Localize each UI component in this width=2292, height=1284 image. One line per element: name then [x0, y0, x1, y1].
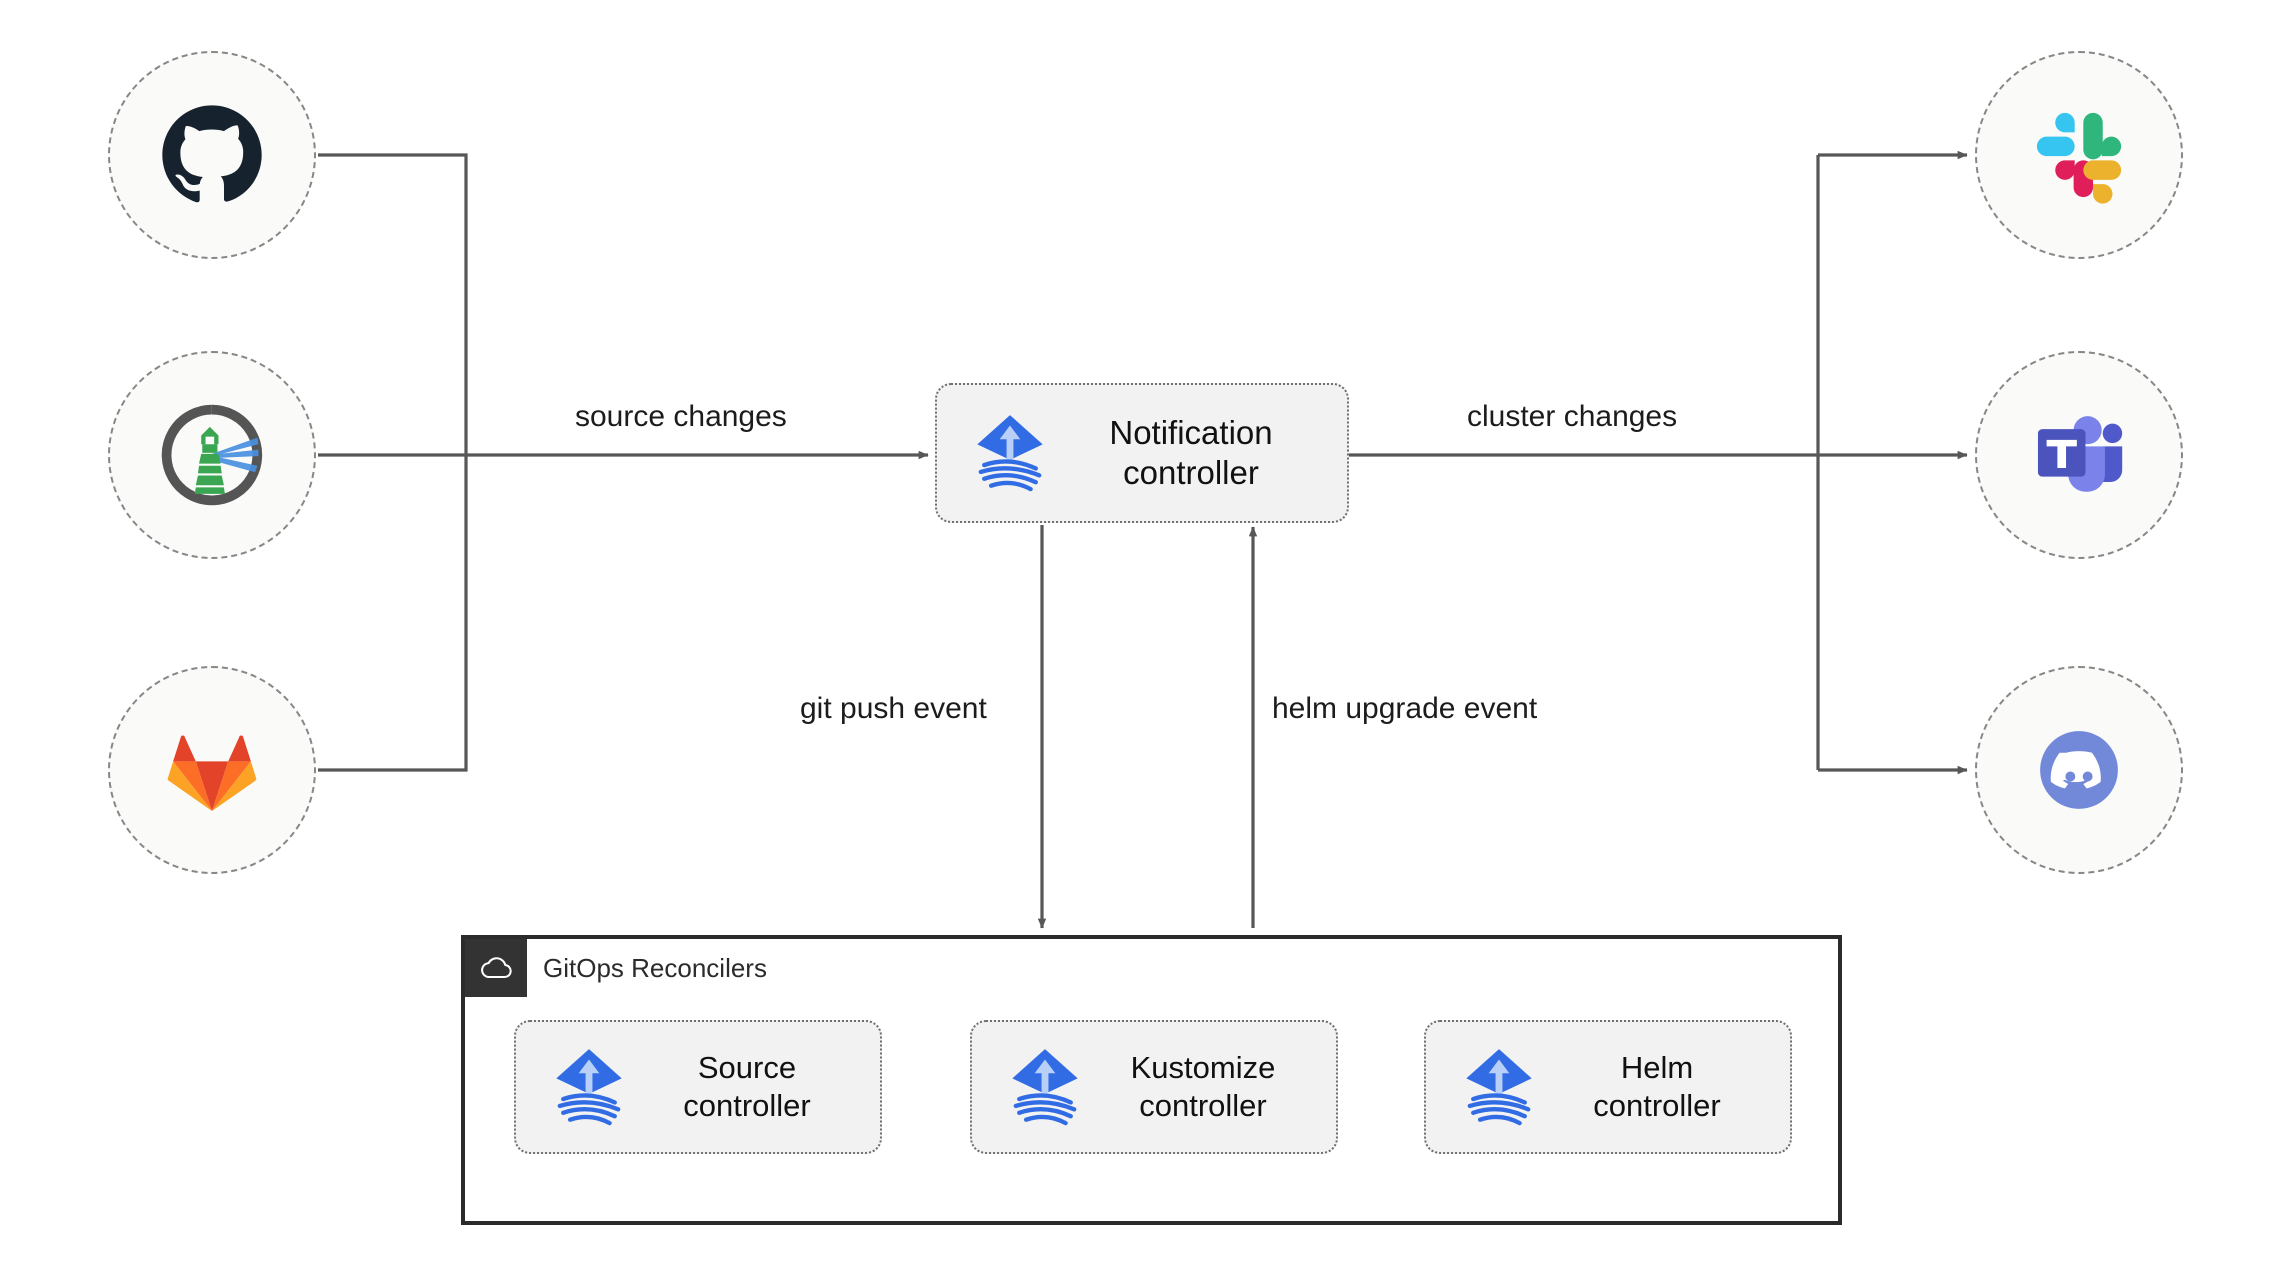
kustomize-controller-label: Kustomize controller	[1130, 1050, 1276, 1123]
discord-icon	[2040, 731, 2118, 809]
source-controller-box[interactable]: Source controller	[514, 1020, 882, 1154]
flux-logo-icon	[1012, 1049, 1078, 1126]
slack-icon	[2036, 112, 2122, 204]
source-node-github[interactable]	[108, 51, 316, 259]
edge-label-git-push-event: git push event	[800, 692, 987, 725]
destination-node-slack[interactable]	[1975, 51, 2183, 259]
source-node-gitlab[interactable]	[108, 666, 316, 874]
kustomize-controller-box[interactable]: Kustomize controller	[970, 1020, 1338, 1154]
source-controller-label: Source controller	[683, 1050, 811, 1123]
microsoft-teams-icon	[2037, 416, 2123, 492]
gitops-group-title: GitOps Reconcilers	[543, 953, 767, 983]
flux-logo-icon	[556, 1049, 622, 1126]
destination-node-teams[interactable]	[1975, 351, 2183, 559]
helm-controller-box[interactable]: Helm controller	[1424, 1020, 1792, 1154]
edge-label-source-changes: source changes	[575, 400, 787, 433]
destination-node-discord[interactable]	[1975, 666, 2183, 874]
flux-logo-icon	[1466, 1049, 1532, 1126]
flux-logo-icon	[977, 415, 1043, 492]
notification-controller-box[interactable]: Notification controller	[935, 383, 1349, 523]
wire-github-to-trunk	[318, 153, 468, 455]
gitops-group-tab	[465, 939, 527, 997]
cloud-icon	[481, 957, 512, 979]
notification-controller-label: Notification controller	[1109, 413, 1273, 491]
gitlab-icon	[167, 735, 257, 812]
edge-label-cluster-changes: cluster changes	[1467, 400, 1678, 433]
github-icon	[162, 105, 262, 203]
edge-label-helm-upgrade-event: helm upgrade event	[1272, 692, 1538, 725]
helm-controller-label: Helm controller	[1593, 1050, 1721, 1123]
flux-lighthouse-icon	[161, 404, 263, 506]
wire-gitlab-to-trunk	[318, 455, 468, 772]
source-node-flux[interactable]	[108, 351, 316, 559]
